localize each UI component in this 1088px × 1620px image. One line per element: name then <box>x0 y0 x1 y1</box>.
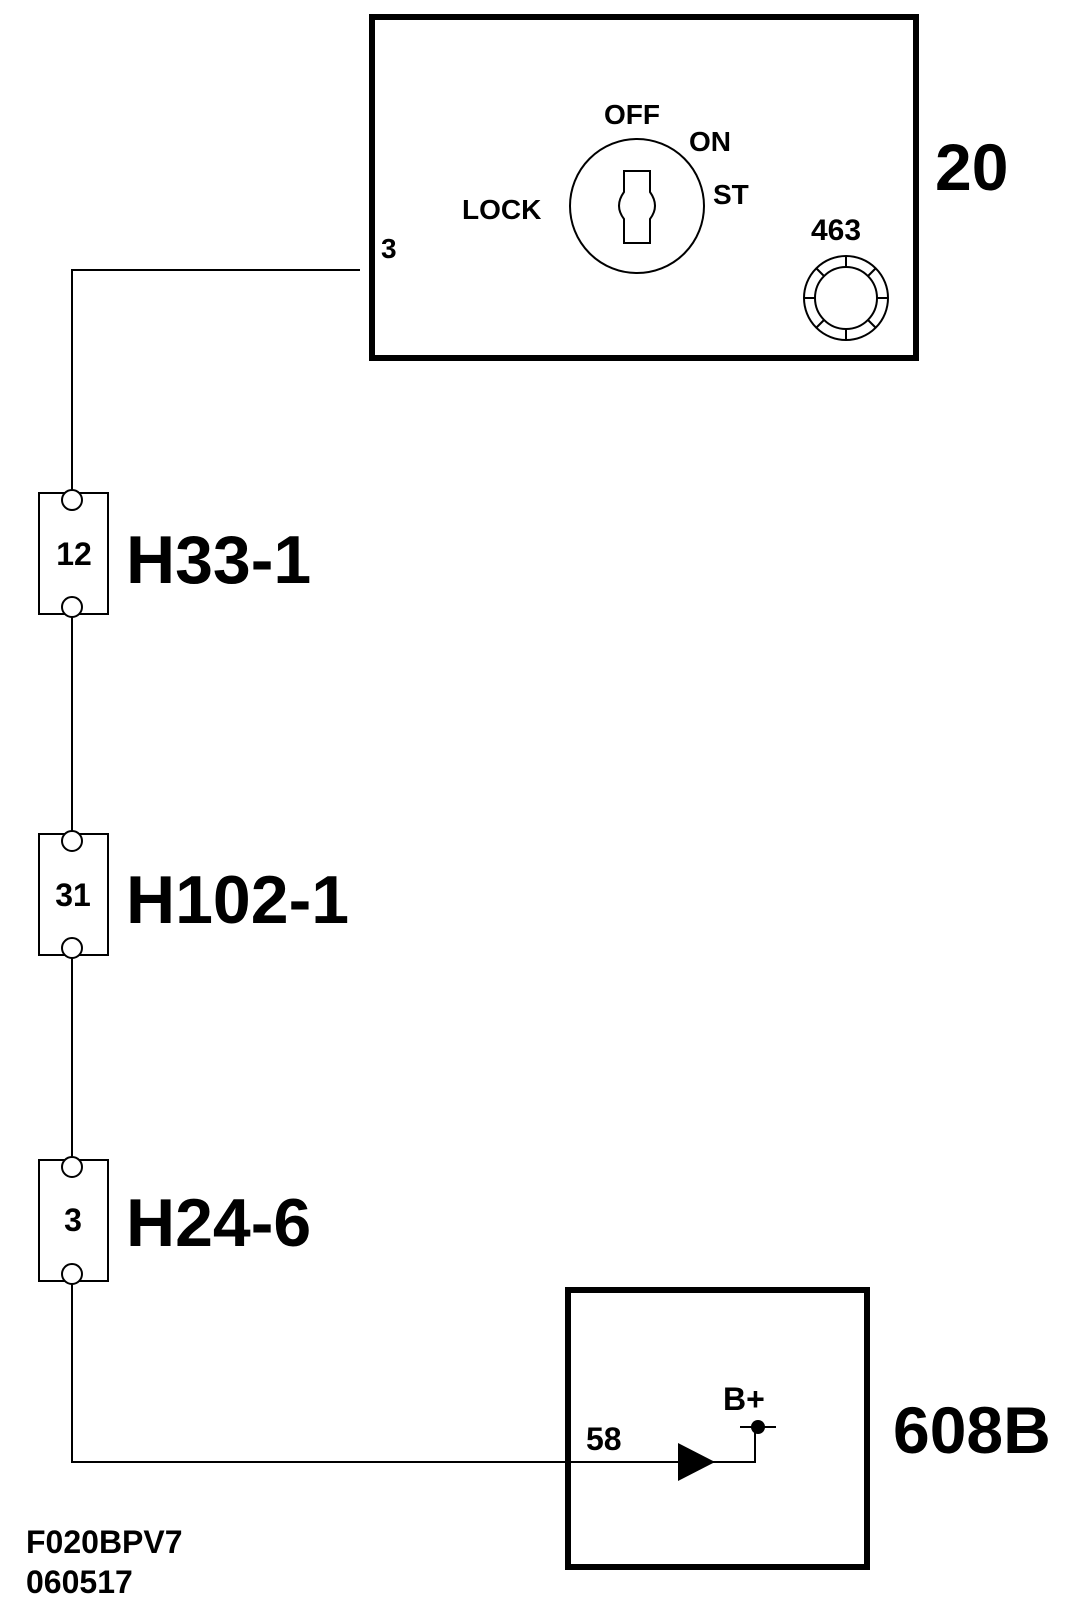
connector-name: H102-1 <box>126 862 349 938</box>
switch-position-on: ON <box>689 126 731 157</box>
pin-terminal-icon <box>61 596 83 618</box>
component-id-608b: 608B <box>893 1393 1051 1467</box>
module-supply-label: B+ <box>723 1381 765 1417</box>
key-cylinder-icon <box>569 138 705 274</box>
module-608b: 58 B+ 608B <box>565 1287 1051 1570</box>
connector-pin-number: 3 <box>64 1202 82 1238</box>
connector-h33-1: 12 H33-1 <box>38 489 311 618</box>
connector-pin-number: 31 <box>55 877 91 913</box>
switch-position-off: OFF <box>604 99 660 130</box>
ignition-switch: OFF ON LOCK ST 3 463 20 <box>369 14 1008 361</box>
illumination-ring-icon <box>803 255 889 341</box>
switch-pin-label: 3 <box>381 233 397 264</box>
wire-path <box>71 269 756 1463</box>
pin-terminal-icon <box>61 830 83 852</box>
module-pin-label: 58 <box>586 1421 622 1457</box>
pin-terminal-icon <box>61 489 83 511</box>
pin-terminal-icon <box>61 1263 83 1285</box>
pin-terminal-icon <box>61 937 83 959</box>
supply-terminal-dot-icon <box>751 1420 765 1434</box>
diagram-code: F020BPV7 <box>26 1524 183 1560</box>
pin-terminal-icon <box>61 1156 83 1178</box>
connector-body <box>38 1159 109 1282</box>
module-box <box>565 1287 870 1570</box>
sub-component-label: 463 <box>811 214 861 247</box>
connector-name: H24-6 <box>126 1185 311 1261</box>
component-id-20: 20 <box>935 130 1008 204</box>
connector-name: H33-1 <box>126 522 311 598</box>
connector-pin-number: 12 <box>56 536 92 572</box>
connector-h24-6: 3 H24-6 <box>38 1156 311 1285</box>
connector-h102-1: 31 H102-1 <box>38 830 349 959</box>
ignition-switch-box <box>369 14 919 361</box>
diagram-date: 060517 <box>26 1564 133 1600</box>
switch-position-start: ST <box>713 179 749 210</box>
connector-body <box>38 492 109 615</box>
switch-position-lock: LOCK <box>462 194 541 225</box>
connector-body <box>38 833 109 956</box>
signal-arrow-icon <box>678 1443 715 1481</box>
